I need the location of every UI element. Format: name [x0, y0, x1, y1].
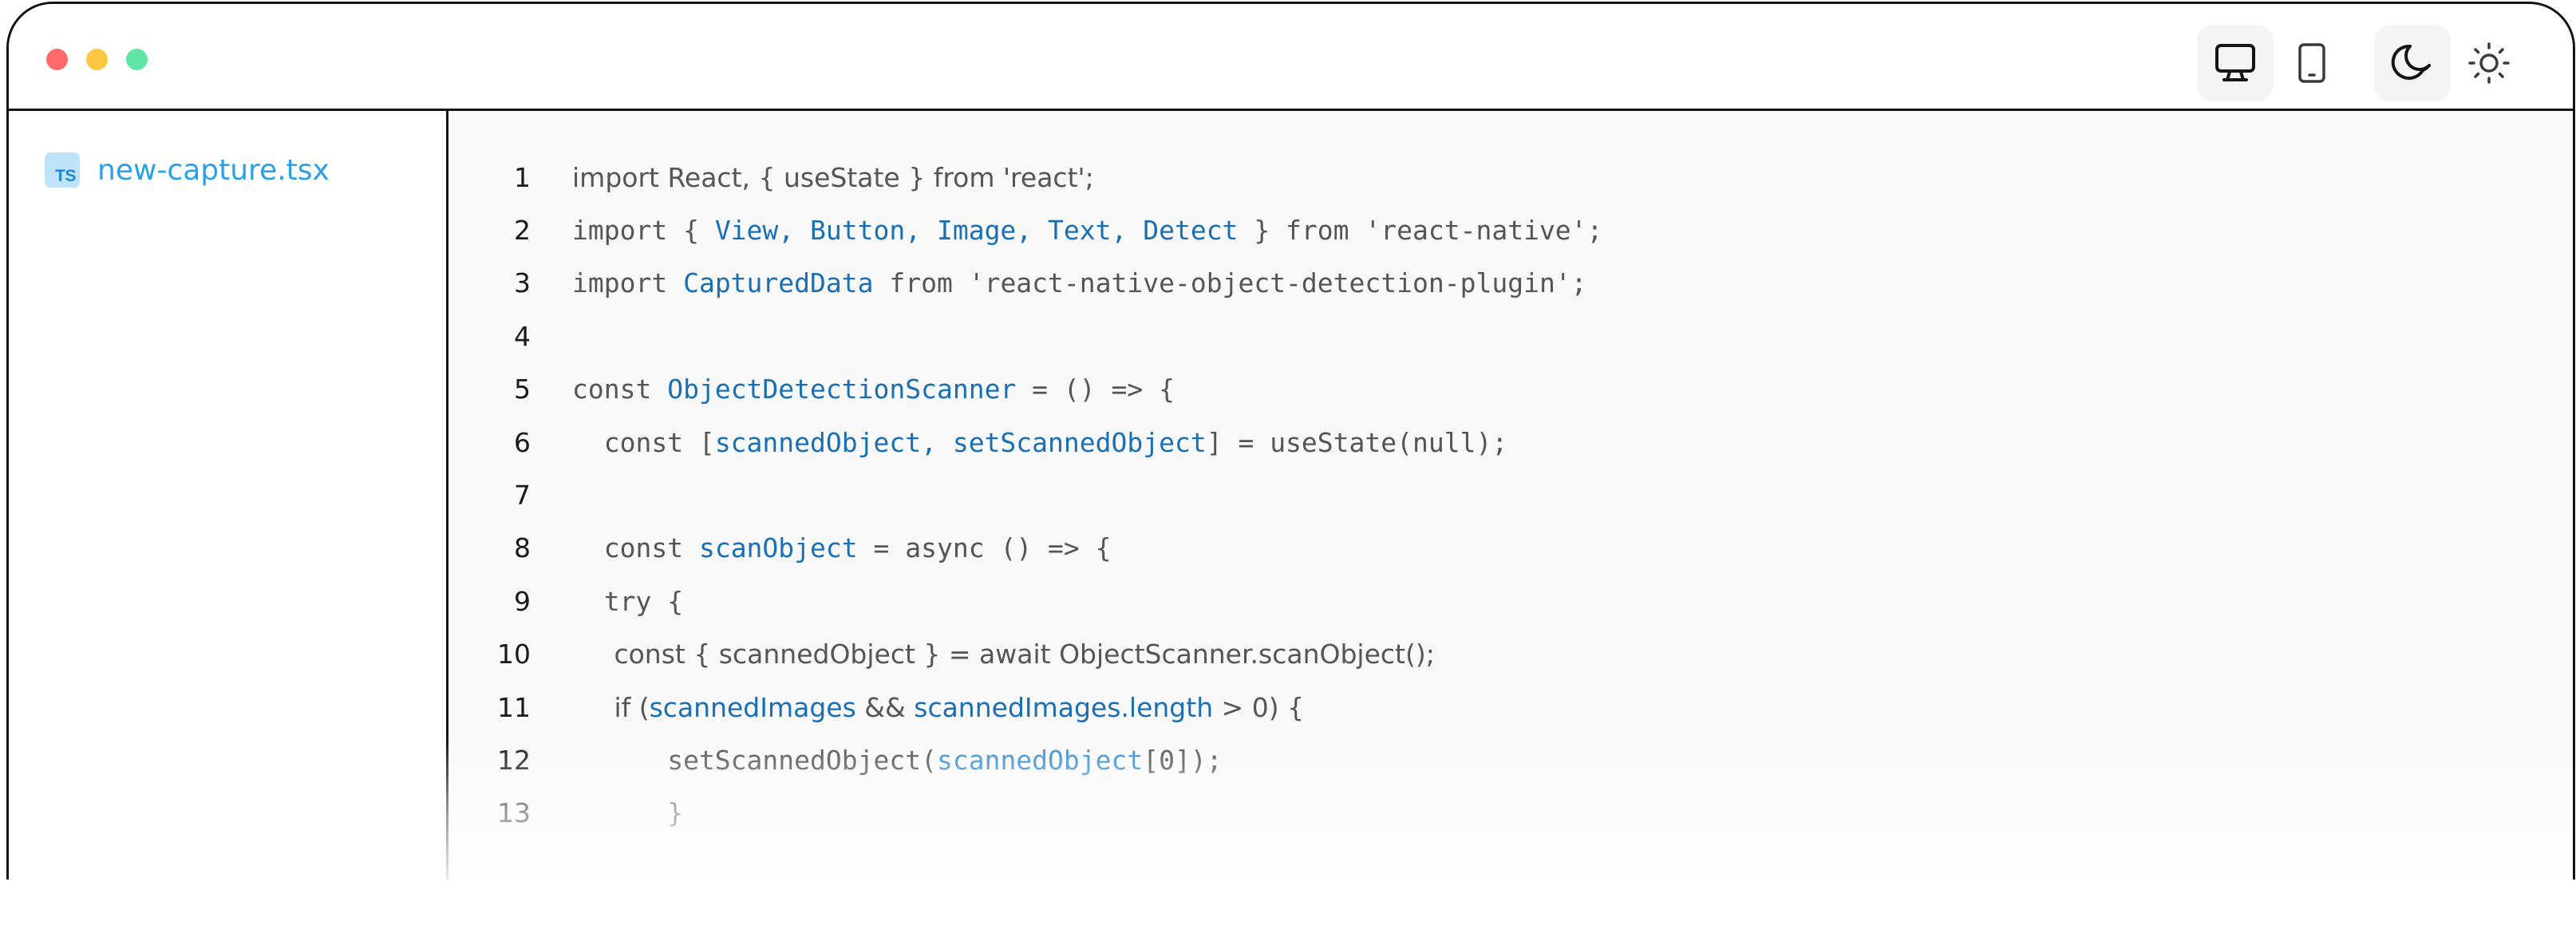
line-number: 11: [497, 691, 531, 723]
code-token: = () => {: [1016, 374, 1175, 405]
file-badge: TS: [55, 167, 76, 185]
line-number: 9: [514, 585, 531, 617]
code-line[interactable]: 5 const ObjectDetectionScanner = () => {: [451, 363, 1175, 416]
code-token: const { scannedObject } = await ObjectSc…: [572, 639, 1435, 670]
code-token: > 0) {: [1213, 691, 1305, 723]
line-number: 3: [514, 267, 531, 299]
code-token: const: [572, 532, 699, 564]
code-text: if (scannedImages && scannedImages.lengt…: [572, 692, 1304, 723]
line-number: 10: [497, 639, 531, 670]
code-line[interactable]: 2 import { View, Button, Image, Text, Det…: [451, 204, 1602, 256]
code-token: [0]);: [1143, 744, 1223, 776]
code-line[interactable]: 6 const [scannedObject, setScannedObject…: [451, 416, 1507, 469]
code-line[interactable]: 1 import React, { useState } from 'react'…: [451, 151, 1094, 204]
line-number: 7: [514, 479, 531, 511]
code-token: const: [572, 374, 668, 405]
code-token: try {: [572, 585, 684, 617]
code-line[interactable]: 9 try {: [451, 575, 683, 627]
line-number: 12: [497, 744, 531, 776]
desktop-icon: [2215, 44, 2255, 81]
code-token-highlight: scannedObject, setScannedObject: [714, 426, 1207, 458]
typescript-file-icon: TS: [45, 152, 80, 188]
code-text: import { View, Button, Image, Text, Dete…: [572, 215, 1602, 246]
file-sidebar: TS new-capture.tsx: [9, 111, 448, 880]
code-token: } from 'react-native';: [1238, 214, 1603, 246]
dark-theme-toggle[interactable]: [2374, 25, 2451, 101]
code-token: &&: [855, 691, 915, 723]
code-token: if (: [572, 691, 650, 723]
code-text: try {: [572, 586, 683, 617]
code-token-highlight: ObjectDetectionScanner: [667, 374, 1017, 405]
code-text: const { scannedObject } = await ObjectSc…: [572, 639, 1435, 670]
file-name: new-capture.tsx: [97, 153, 330, 187]
sun-icon: [2468, 42, 2510, 84]
code-line[interactable]: 10 const { scannedObject } = await Objec…: [451, 628, 1435, 681]
code-line[interactable]: 12 setScannedObject(scannedObject[0]);: [451, 733, 1223, 786]
moon-icon: [2391, 44, 2431, 80]
code-token: const [: [572, 426, 715, 458]
code-token-highlight: scanObject: [698, 532, 858, 564]
mobile-view-toggle[interactable]: [2274, 25, 2350, 101]
minimize-window-button[interactable]: [86, 49, 108, 70]
code-token-highlight: CapturedData: [683, 267, 874, 299]
code-text: import React, { useState } from 'react';: [572, 162, 1094, 193]
line-number: 5: [514, 374, 531, 405]
line-number: 6: [514, 426, 531, 458]
code-line[interactable]: 7: [451, 469, 572, 521]
close-window-button[interactable]: [46, 49, 68, 70]
code-text: const ObjectDetectionScanner = () => {: [572, 374, 1175, 405]
code-editor[interactable]: 1 import React, { useState } from 'react'…: [451, 111, 2573, 880]
code-text: setScannedObject(scannedObject[0]);: [572, 744, 1223, 776]
code-line[interactable]: 4: [451, 310, 572, 362]
line-number: 1: [514, 161, 531, 193]
code-line[interactable]: 11 if (scannedImages && scannedImages.le…: [451, 681, 1304, 733]
line-number: 13: [497, 797, 531, 829]
code-line[interactable]: 13 }: [451, 787, 683, 840]
code-token: import {: [572, 214, 715, 246]
code-token-highlight: scannedImages.length: [914, 691, 1214, 723]
code-token: from 'react-native-object-detection-plug…: [873, 267, 1587, 299]
app-window: TS new-capture.tsx 1 import React, { useS…: [6, 2, 2575, 880]
code-token: }: [572, 797, 684, 829]
code-text: import CapturedData from 'react-native-o…: [572, 267, 1587, 299]
desktop-view-toggle[interactable]: [2197, 25, 2274, 101]
line-number: 2: [514, 214, 531, 246]
code-line[interactable]: 8 const scanObject = async () => {: [451, 522, 1112, 575]
code-line[interactable]: 3 import CapturedData from 'react-native-…: [451, 257, 1587, 310]
code-text: }: [572, 797, 683, 828]
code-token-highlight: scannedImages: [649, 691, 856, 723]
code-text: const [scannedObject, setScannedObject] …: [572, 427, 1507, 458]
line-number: 8: [514, 532, 531, 564]
code-token: ] = useState(null);: [1206, 426, 1508, 458]
code-token: import React, { useState } from 'react';: [572, 161, 1094, 193]
line-number: 4: [514, 320, 531, 352]
code-token: setScannedObject(: [572, 744, 937, 776]
maximize-window-button[interactable]: [126, 49, 148, 70]
code-text: const scanObject = async () => {: [572, 532, 1112, 563]
code-token-highlight: scannedObject: [936, 744, 1144, 776]
title-bar: [9, 4, 2573, 111]
light-theme-toggle[interactable]: [2451, 25, 2527, 101]
file-item-new-capture[interactable]: TS new-capture.tsx: [45, 152, 330, 188]
code-token: import: [572, 267, 684, 299]
code-token: = async () => {: [857, 532, 1112, 564]
mobile-icon: [2298, 43, 2325, 83]
code-token-highlight: View, Button, Image, Text, Detect: [714, 214, 1239, 246]
